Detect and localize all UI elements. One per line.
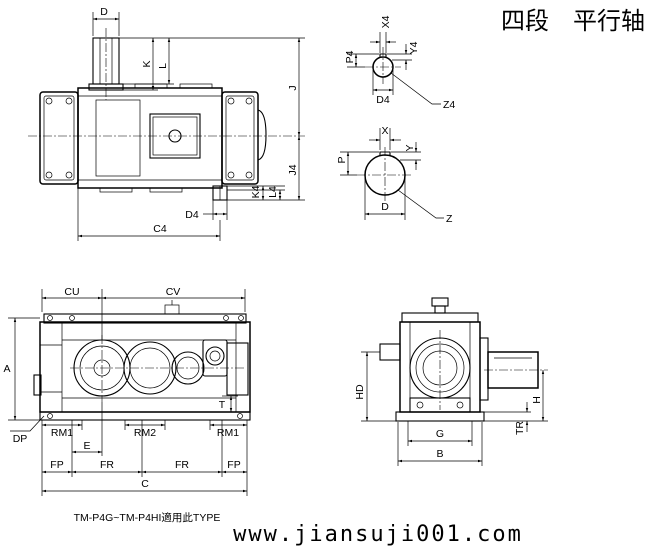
dimension-g: G [407,421,473,446]
label-rm1-right: RM1 [217,427,239,439]
drawing-title: 四段 平行轴 [501,7,645,35]
label-d: D [100,6,108,18]
label-p: P [336,156,348,163]
label-a: A [3,363,10,375]
label-e: E [83,440,90,452]
label-k: K [141,60,153,67]
label-d4-top: D4 [185,209,199,221]
label-tr: TR [514,421,526,435]
applicable-models-caption: TM-P4G~TM-P4HI適用此TYPE [74,511,221,524]
site-watermark: www.jiansuji001.com [233,522,523,547]
dimension-d4-top: D4 [185,200,228,221]
label-rm1-left: RM1 [51,427,73,439]
label-fr-left: FR [100,459,114,471]
dimension-tr: TR [484,402,531,435]
front-input-cap [226,342,249,396]
output-shaft-section: X P Y D Z [336,125,453,225]
side-input-shaft [379,343,401,361]
label-p4: P4 [344,50,356,63]
side-output-shaft [484,351,548,389]
side-breather [431,297,449,307]
dimension-k-l: K L [119,37,305,91]
dimension-d: D [92,6,120,36]
side-output-flange [479,337,489,401]
label-d-section: D [381,201,389,213]
label-h: H [531,396,543,404]
label-c4: C4 [153,223,167,235]
oil-gauge [33,374,42,396]
dimension-hd: HD [354,351,396,422]
label-g: G [436,428,444,440]
bolt-holes [45,97,253,179]
label-d4-section: D4 [376,94,390,106]
dimension-k4-l4: K4 L4 [227,185,285,200]
dimension-e: E [72,402,103,456]
dimension-cu-cv: CU CV [41,286,246,340]
label-hd: HD [354,384,366,400]
label-y4: Y4 [408,41,420,54]
label-l: L [157,63,169,69]
label-dp: DP [13,433,28,445]
top-output-shaft [88,28,124,100]
label-b: B [436,448,443,460]
label-fp-right: FP [227,459,240,471]
label-j: J [287,85,299,90]
dimension-c4: C4 [77,188,221,241]
label-t: T [219,399,226,411]
label-fr-right: FR [175,459,189,471]
label-x: X [381,125,388,137]
label-j4: J4 [287,164,299,175]
top-housing [39,83,267,193]
label-y: Y [404,144,416,151]
dimension-fp-fr: FP FR FR FP [41,420,248,496]
label-x4: X4 [380,15,392,28]
dimension-b: B [397,422,483,466]
label-c: C [141,478,149,490]
dimension-t: T [219,395,238,412]
label-l4: L4 [267,186,279,198]
top-input-shaft [212,185,228,201]
front-bolt-holes [47,315,244,419]
front-housing [33,300,251,421]
breather [164,304,180,315]
front-view: CU CV A T DP RM1 [3,286,251,524]
label-k4: K4 [250,185,262,198]
input-shaft-section: X4 P4 Y4 D4 Z4 [344,15,455,111]
side-housing [395,297,485,422]
dimension-h: H [484,370,548,422]
dimension-rm: RM1 RM2 RM1 [42,420,247,439]
label-z4: Z4 [443,99,455,111]
label-cv: CV [166,286,181,298]
dimension-j-j4: J J4 [227,38,305,201]
label-rm2: RM2 [134,427,156,439]
label-cu: CU [64,286,79,298]
dimension-c: C [42,478,247,493]
side-view: HD H TR G B [354,297,548,466]
top-view: D K L J J4 K4 L4 [28,6,305,241]
label-fp-left: FP [50,459,63,471]
callout-dp: DP [10,415,45,445]
label-z: Z [446,213,453,225]
dimension-a: A [3,317,40,421]
